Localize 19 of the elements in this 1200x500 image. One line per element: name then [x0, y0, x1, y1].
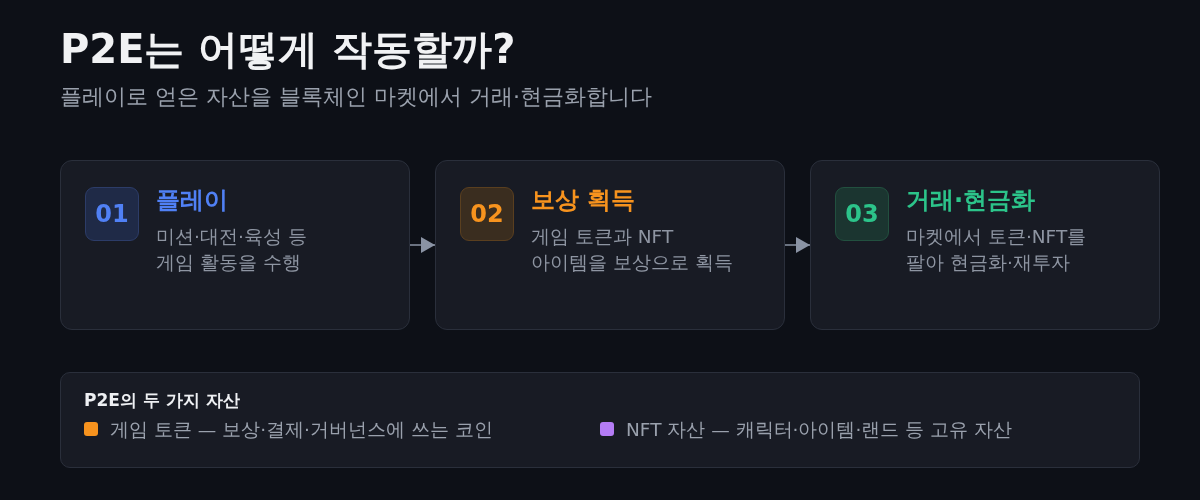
legend-title: P2E의 두 가지 자산 — [84, 389, 240, 412]
step-description: 게임 토큰과 NFT 아이템을 보상으로 획득 — [531, 225, 733, 275]
legend-text: NFT 자산 — 캐릭터·아이템·랜드 등 고유 자산 — [626, 417, 1012, 442]
subtitle: 플레이로 얻은 자산을 블록체인 마켓에서 거래·현금화합니다 — [60, 83, 652, 111]
step-title: 플레이 — [156, 185, 228, 215]
step-card — [435, 160, 785, 330]
step-card — [60, 160, 410, 330]
step-card — [810, 160, 1160, 330]
step-description: 마켓에서 토큰·NFT를 팔아 현금화·재투자 — [906, 225, 1088, 275]
step-number: 02 — [460, 187, 514, 241]
step-title: 보상 획득 — [531, 185, 636, 215]
arrow — [409, 237, 436, 253]
title: P2E는 어떻게 작동할까? — [60, 25, 516, 74]
step-title: 거래·현금화 — [906, 185, 1036, 215]
step-number: 03 — [835, 187, 889, 241]
step-description: 미션·대전·육성 등 게임 활동을 수행 — [156, 225, 308, 275]
legend-text: 게임 토큰 — 보상·결제·거버넌스에 쓰는 코인 — [110, 417, 493, 442]
arrow — [784, 237, 811, 253]
step-number: 01 — [85, 187, 139, 241]
